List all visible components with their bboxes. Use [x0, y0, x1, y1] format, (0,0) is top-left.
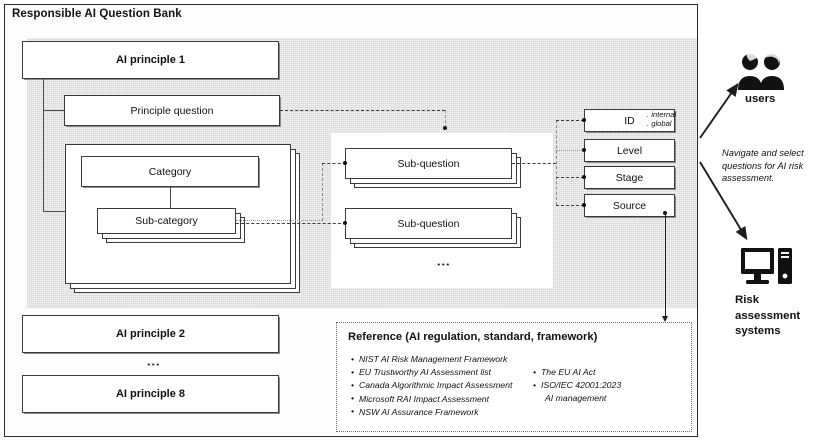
- reference-column-right: The EU AI Act ISO/IEC 42001:2023 AI mana…: [533, 365, 621, 406]
- principle-tree-branch-question: [43, 110, 65, 111]
- arrow-to-risk-assessment-systems: [699, 161, 748, 241]
- id-annotation-internal: . internal: [647, 110, 677, 119]
- connector-bus-to-stage: [556, 177, 584, 178]
- ai-principle-2-box[interactable]: AI principle 2: [22, 315, 279, 353]
- systems-label-line-3: systems: [735, 325, 781, 337]
- reference-item: NIST AI Risk Management Framework: [351, 352, 512, 366]
- source-to-reference-arrow-line: [665, 214, 667, 320]
- connector-dot-level: [582, 148, 586, 152]
- connector-bus-to-level: [556, 150, 584, 151]
- reference-item: ISO/IEC 42001:2023: [533, 379, 621, 392]
- risk-assessment-systems-label: Risk assessment systems: [735, 293, 800, 340]
- reference-item: NSW AI Assurance Framework: [351, 405, 512, 419]
- reference-item: The EU AI Act: [533, 365, 621, 379]
- attribute-bus-vertical: [556, 120, 557, 205]
- desktop-computer-icon: [741, 248, 792, 284]
- connector-dot-source-out: [663, 211, 667, 215]
- id-annotation: . internal . global: [647, 110, 676, 128]
- navigate-note: Navigate and select questions for AI ris…: [722, 148, 804, 184]
- connector-subcategory-sq1-entry: [322, 163, 346, 164]
- source-to-reference-arrow-head: [661, 316, 668, 322]
- ai-principle-1-box[interactable]: AI principle 1: [22, 41, 279, 79]
- arrow-to-users: [699, 82, 739, 139]
- ai-principle-8-box[interactable]: AI principle 8: [22, 375, 279, 413]
- connector-bus-to-id: [556, 120, 584, 121]
- connector-dot-id: [582, 118, 586, 122]
- sub-question-2-box[interactable]: Sub-question: [345, 208, 512, 239]
- systems-label-line-2: assessment: [735, 309, 801, 322]
- id-annotation-global: . global: [647, 119, 672, 129]
- reference-item: Microsoft RAI Impact Assessment: [351, 392, 512, 406]
- systems-label-line-1: Risk: [735, 294, 760, 306]
- reference-title: Reference (AI regulation, standard, fram…: [348, 331, 598, 343]
- connector-subcategory-sq1-horizontal: [236, 220, 322, 221]
- page-title: Responsible AI Question Bank: [12, 8, 182, 20]
- connector-subcategory-sq1-vertical: [322, 163, 323, 221]
- principle-tree-branch-category: [43, 211, 65, 212]
- attribute-id-box[interactable]: ID: [584, 109, 675, 132]
- connector-dot-sq1-in: [343, 161, 347, 165]
- attribute-stage-box[interactable]: Stage: [584, 166, 675, 189]
- connector-sq1-to-bus: [512, 163, 556, 164]
- connector-bus-to-source: [556, 205, 584, 206]
- principle-tree-trunk: [43, 79, 44, 212]
- connector-dot-stage: [582, 175, 586, 179]
- attribute-source-box[interactable]: Source: [584, 194, 675, 217]
- reference-item: EU Trustworthy AI Assessment list: [351, 366, 512, 379]
- sub-question-ellipsis: ⋮: [436, 258, 451, 271]
- users-label: users: [745, 93, 776, 105]
- attribute-level-box[interactable]: Level: [584, 139, 675, 162]
- category-to-subcategory-connector: [170, 187, 171, 209]
- two-people-icon: [738, 52, 784, 90]
- principles-ellipsis: ⋮: [146, 358, 161, 371]
- connector-principle-question-vertical: [445, 110, 446, 128]
- reference-item: Canada Algorithmic Impact Assessment: [351, 379, 512, 392]
- connector-subcategory-sq2-horizontal: [236, 223, 346, 224]
- connector-dot-sq2-in: [343, 221, 347, 225]
- sub-category-box[interactable]: Sub-category: [97, 208, 236, 234]
- reference-box[interactable]: Reference (AI regulation, standard, fram…: [336, 322, 692, 432]
- connector-principle-question-horizontal: [280, 110, 445, 111]
- reference-item-continuation: AI management: [545, 393, 607, 404]
- sub-question-1-box[interactable]: Sub-question: [345, 148, 512, 179]
- connector-dot-principle-question: [443, 126, 447, 130]
- category-box[interactable]: Category: [81, 156, 259, 187]
- principle-question-box[interactable]: Principle question: [64, 95, 280, 126]
- connector-dot-source: [582, 203, 586, 207]
- reference-column-left: NIST AI Risk Management Framework EU Tru…: [351, 352, 512, 419]
